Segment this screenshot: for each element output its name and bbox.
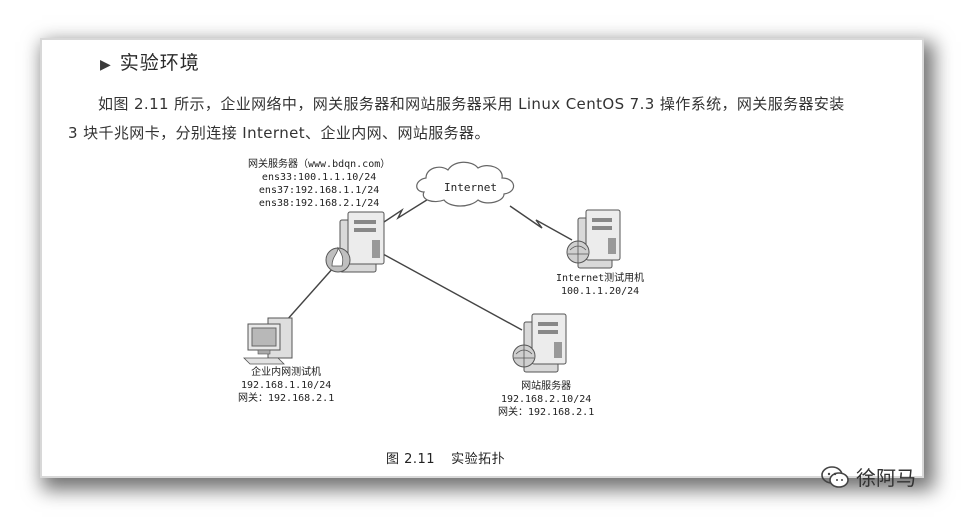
intranet-host-label-line: 192.168.1.10/24: [240, 380, 332, 391]
web-server-label-line: 网关：192.168.2.1: [498, 407, 595, 418]
gateway-label-line: ens33:100.1.1.10/24: [261, 172, 377, 183]
internet-host-label-line: 100.1.1.20/24: [560, 286, 640, 297]
web-server-icon: [512, 313, 567, 373]
gateway-server-icon: [325, 211, 385, 273]
link-gateway-webserver: [371, 247, 523, 331]
internet-cloud-label: Internet: [444, 181, 497, 194]
watermark: 徐阿马: [820, 462, 916, 491]
intranet-host-label: 企业内网测试机 192.168.1.10/24 网关：192.168.2.1: [238, 366, 334, 405]
gateway-label-line: ens37:192.168.1.1/24: [258, 185, 380, 196]
intranet-host-label-line: 网关：192.168.2.1: [238, 393, 335, 404]
web-server-label-line: 192.168.2.10/24: [500, 394, 592, 405]
figure-caption: 图 2.11 实验拓扑: [386, 448, 505, 467]
link-internet-host: [509, 205, 573, 241]
body-paragraph: 如图 2.11 所示，企业网络中，网关服务器和网站服务器采用 Linux Cen…: [68, 95, 845, 142]
gateway-label-line: 网关服务器（www.bdqn.com）: [248, 159, 391, 170]
wechat-icon: [821, 465, 849, 488]
triangle-marker-icon: ▶: [100, 57, 112, 73]
web-server-label-line: 网站服务器: [521, 381, 572, 392]
link-gateway-internet: [371, 197, 431, 231]
gateway-label-line: ens38:192.168.2.1/24: [258, 198, 380, 209]
intranet-host-label-line: 企业内网测试机: [251, 367, 322, 378]
internet-host-label-line: Internet测试用机: [556, 273, 645, 284]
gateway-label: 网关服务器（www.bdqn.com） ens33:100.1.1.10/24 …: [248, 158, 390, 210]
internet-host-label: Internet测试用机 100.1.1.20/24: [556, 272, 644, 298]
section-heading: ▶ 实验环境: [100, 48, 200, 75]
network-topology-diagram: [243, 161, 621, 373]
figure-caption-text: 实验拓扑: [451, 452, 506, 467]
internet-host-server-icon: [566, 209, 621, 269]
internet-cloud-icon: [416, 161, 515, 207]
intranet-workstation-icon: [243, 317, 293, 365]
web-server-label: 网站服务器 192.168.2.10/24 网关：192.168.2.1: [498, 380, 594, 419]
book-page: ▶ 实验环境 如图 2.11 所示，企业网络中，网关服务器和网站服务器采用 Lin…: [42, 40, 922, 476]
watermark-text: 徐阿马: [856, 466, 916, 490]
figure-number: 图 2.11: [386, 452, 436, 467]
section-title-text: 实验环境: [119, 52, 200, 74]
